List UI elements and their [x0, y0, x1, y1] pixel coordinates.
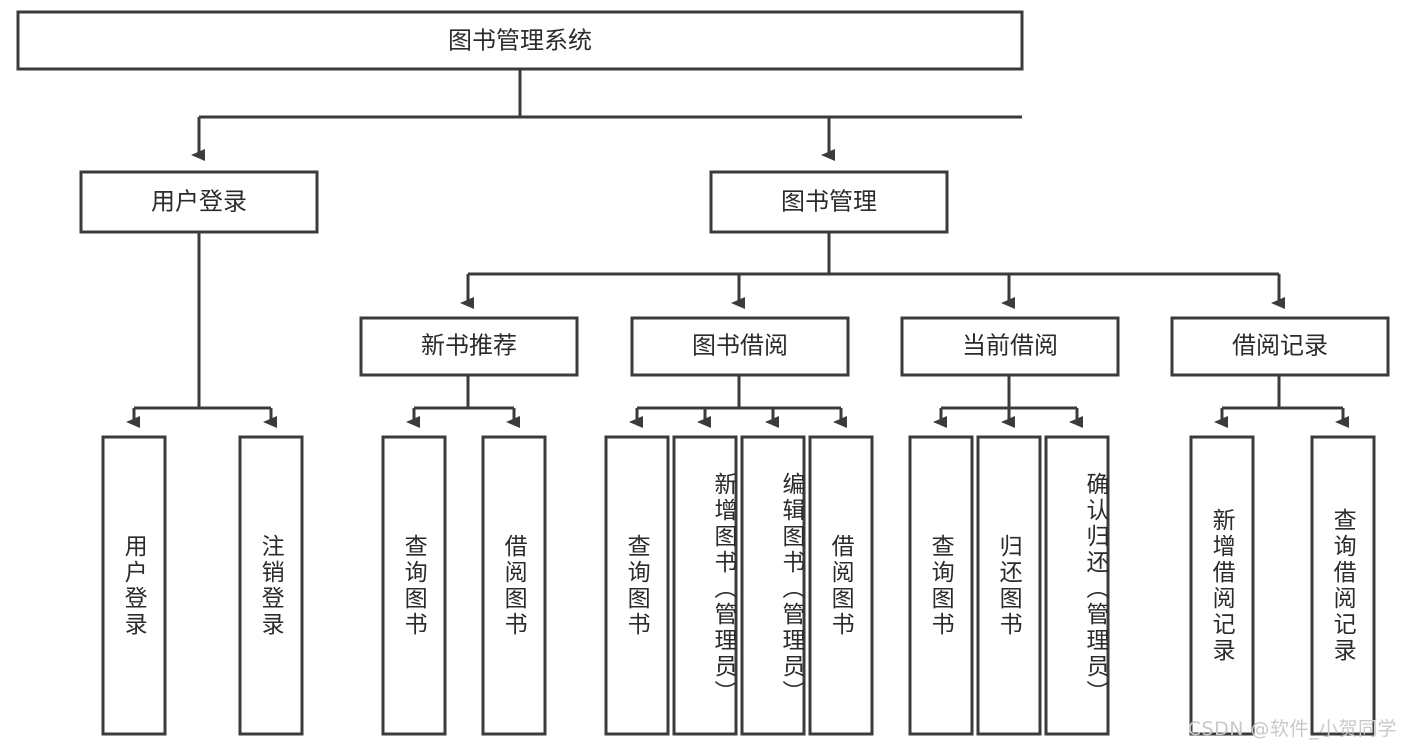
connector-borrowrecord-to-leaves: [1214, 375, 1349, 428]
node-root-system[interactable]: 图书管理系统: [16, 10, 1024, 71]
leaf-node-query-borrow-record[interactable]: [1310, 435, 1376, 736]
leaf-node-query-book-newbook[interactable]: [381, 435, 447, 736]
connector-userlogin-to-leaves: [126, 232, 277, 428]
connector-currentborrow-to-leaves: [933, 375, 1083, 428]
node-current-borrow[interactable]: 当前借阅: [900, 316, 1120, 377]
connector-newbook-to-leaves: [406, 375, 520, 428]
leaf-node-borrow-book[interactable]: [808, 435, 874, 736]
node-borrow-record[interactable]: 借阅记录: [1170, 316, 1390, 377]
node-book-management-label: 图书管理: [781, 188, 877, 215]
node-borrow-record-label: 借阅记录: [1232, 332, 1328, 359]
leaf-node-add-book-admin[interactable]: [672, 435, 738, 736]
node-current-borrow-label: 当前借阅: [962, 332, 1058, 359]
connector-bookmgmt-to-level3: [460, 232, 1285, 309]
leaf-node-query-book-borrow[interactable]: [604, 435, 670, 736]
leaf-node-confirm-return-admin[interactable]: [1044, 435, 1110, 736]
node-book-management[interactable]: 图书管理: [709, 170, 949, 234]
node-new-book-recommend[interactable]: 新书推荐: [359, 316, 579, 377]
node-user-login-label: 用户登录: [151, 188, 247, 215]
connector-root-to-level2: [191, 69, 1022, 161]
leaf-node-return-book[interactable]: [976, 435, 1042, 736]
node-book-borrow-label: 图书借阅: [692, 332, 788, 359]
csdn-watermark: CSDN @软件_小贺同学: [1187, 718, 1397, 740]
leaf-node-edit-book-admin[interactable]: [740, 435, 806, 736]
node-user-login[interactable]: 用户登录: [79, 170, 319, 234]
leaf-node-borrow-book-newbook[interactable]: [481, 435, 547, 736]
node-book-borrow[interactable]: 图书借阅: [630, 316, 850, 377]
node-new-book-recommend-label: 新书推荐: [421, 332, 517, 359]
connector-bookborrow-to-leaves: [629, 375, 847, 428]
leaf-node-user-login[interactable]: [101, 435, 167, 736]
leaf-node-query-book-current[interactable]: [908, 435, 974, 736]
node-root-system-label: 图书管理系统: [448, 27, 592, 54]
leaf-node-logout[interactable]: [238, 435, 304, 736]
leaf-node-add-borrow-record[interactable]: [1189, 435, 1255, 736]
